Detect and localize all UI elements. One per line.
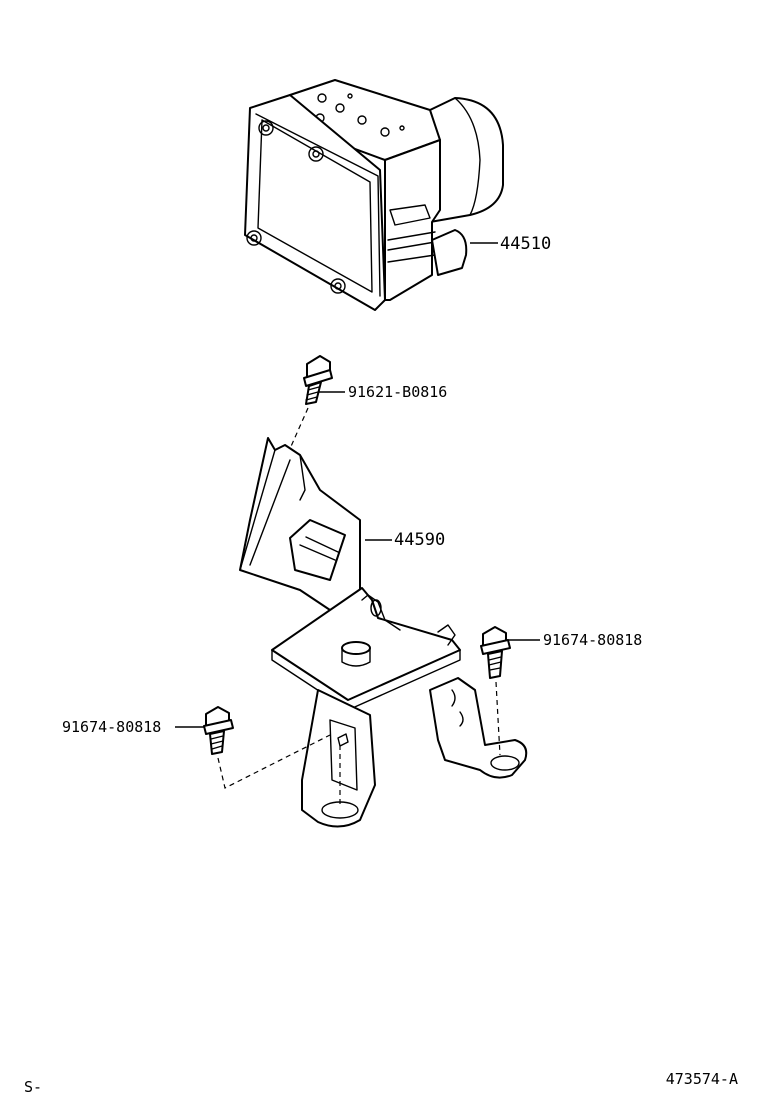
footer-left-code: S- [24, 1078, 43, 1096]
abs-actuator-assembly [244, 79, 504, 311]
part-number-44510: 44510 [500, 234, 551, 254]
part-number-44590: 44590 [394, 530, 445, 550]
figure-id: 473574-A [665, 1070, 738, 1088]
dashed-alignment-right [495, 681, 501, 756]
left-bolt [203, 706, 234, 755]
part-number-91674-right: 91674-80818 [543, 631, 642, 649]
part-number-91674-left: 91674-80818 [62, 718, 161, 736]
top-bolt [303, 355, 333, 405]
right-bolt [480, 626, 511, 679]
bracket-assembly [239, 437, 528, 828]
dashed-alignment-left [217, 734, 331, 789]
part-number-91621: 91621-B0816 [348, 383, 447, 401]
